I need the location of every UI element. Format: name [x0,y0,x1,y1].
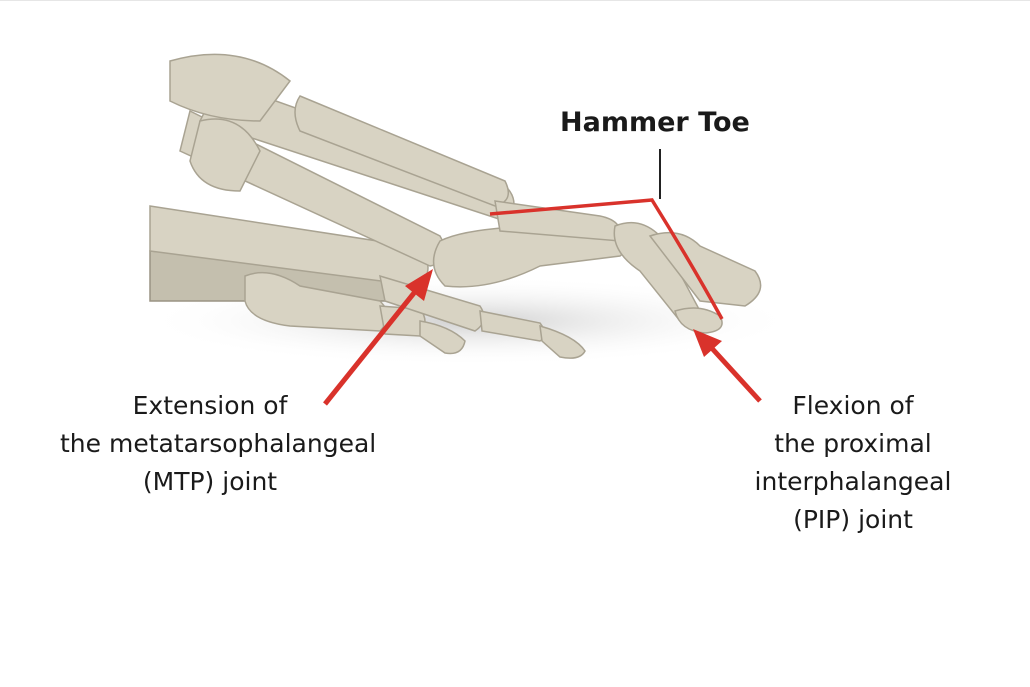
mtp-arrow [323,269,433,406]
pip-label-line: (PIP) joint [793,505,913,534]
pip-label: Flexion of the proximal interphalangeal … [703,387,1003,539]
mtp-label-line: the metatarsophalangeal [60,429,377,458]
mtp-label: Extension of the metatarsophalangeal (MT… [60,387,377,501]
diagram-title: Hammer Toe [560,107,750,138]
mtp-label-line: (MTP) joint [142,467,278,496]
pip-label-line: the proximal [774,429,932,458]
hammer-toe-leader-line [489,149,724,320]
pip-label-line: Flexion of [792,391,914,420]
mtp-label-line: Extension of [132,391,288,420]
left-fade [0,1,1030,401]
pip-arrow [693,329,762,403]
pip-label-line: interphalangeal [754,467,952,496]
